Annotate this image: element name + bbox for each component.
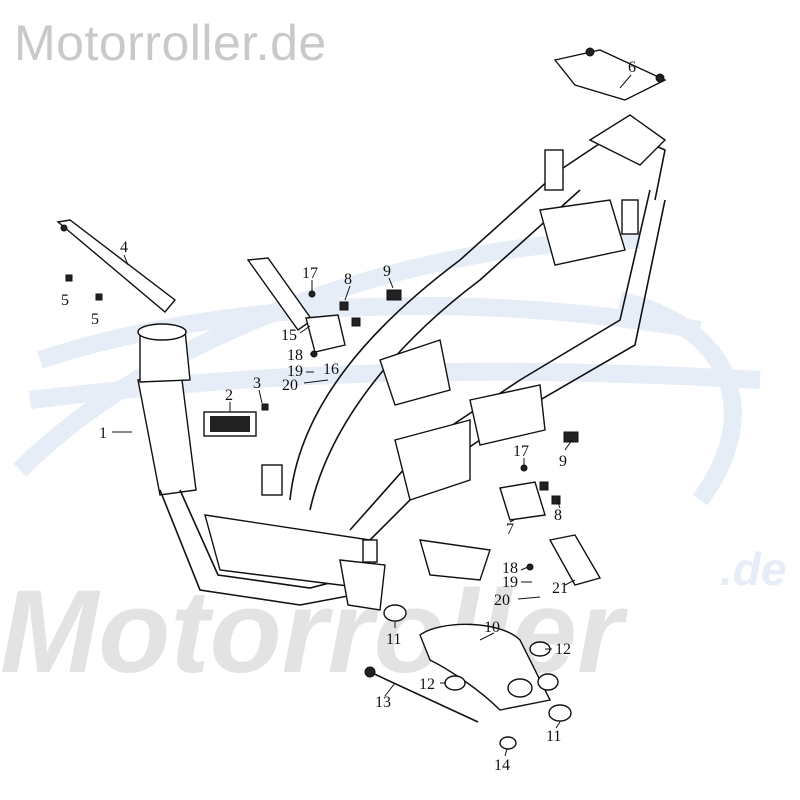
- callout-18b: 18: [502, 560, 518, 577]
- callout-16: 16: [323, 361, 339, 378]
- part-bushings: [383, 604, 572, 750]
- callout-9a: 9: [383, 263, 391, 280]
- callout-21: 21: [552, 580, 568, 597]
- part-13-bolt: [364, 666, 479, 723]
- callout-4: 4: [120, 239, 128, 256]
- part-7-21-bracket: [499, 481, 602, 586]
- site-title: Motorroller.de: [14, 15, 327, 71]
- callout-7: 7: [506, 521, 514, 538]
- part-small-bolts: [65, 274, 579, 571]
- callout-18a: 18: [287, 347, 303, 364]
- callout-19b: 19: [502, 574, 518, 591]
- callout-17b: 17: [513, 443, 529, 460]
- callout-19a: 19: [287, 363, 303, 380]
- part-2-label-plate: [203, 411, 257, 437]
- callout-12b: 12: [419, 676, 435, 693]
- callout-11a: 11: [386, 631, 401, 648]
- part-6-carrier-plate: [553, 47, 667, 101]
- callout-1: 1: [99, 425, 107, 442]
- callout-15: 15: [281, 327, 297, 344]
- callout-5b: 5: [91, 311, 99, 328]
- callout-10: 10: [484, 619, 500, 636]
- callout-12a: 12: [555, 641, 571, 658]
- callout-20b: 20: [494, 592, 510, 609]
- callout-14: 14: [494, 757, 510, 774]
- part-10-engine-mount: [419, 623, 559, 711]
- callout-9b: 9: [559, 453, 567, 470]
- watermark-domain-text: .de: [720, 543, 786, 595]
- callout-3: 3: [253, 375, 261, 392]
- callout-11b: 11: [546, 728, 561, 745]
- main-frame: [137, 114, 667, 611]
- part-15-16-bracket: [246, 257, 346, 353]
- callout-8b: 8: [554, 507, 562, 524]
- callout-2: 2: [225, 387, 233, 404]
- callout-6: 6: [628, 59, 636, 76]
- callout-5a: 5: [61, 292, 69, 309]
- callout-17a: 17: [302, 265, 318, 282]
- callout-labels: 1 2 3 4 5 5 6 17 8 9 15 16 18 19 20 9 17…: [61, 59, 636, 774]
- leader-lines: [112, 74, 632, 757]
- callout-20a: 20: [282, 377, 298, 394]
- callout-8a: 8: [344, 271, 352, 288]
- part-4-front-bar: [56, 219, 177, 313]
- callout-13: 13: [375, 694, 391, 711]
